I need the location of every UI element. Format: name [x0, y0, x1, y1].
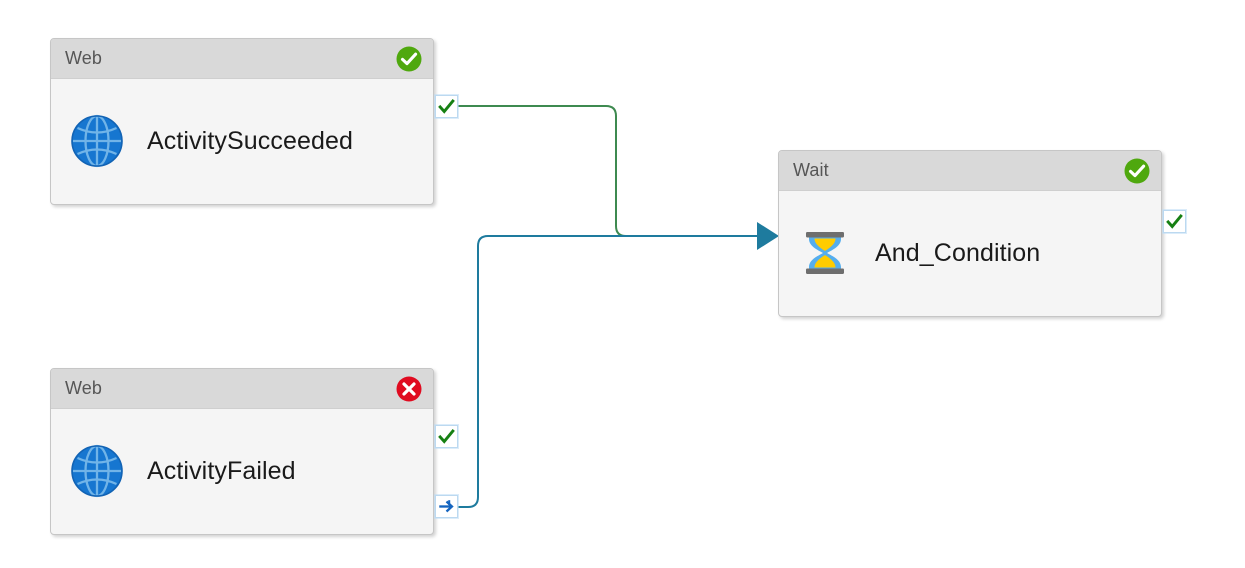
node-header: Web [51, 39, 433, 79]
node-body: ActivityFailed [51, 409, 433, 533]
node-header-title: Wait [793, 160, 829, 180]
node-label: And_Condition [875, 238, 1041, 267]
node-body: And_Condition [779, 191, 1161, 315]
node-label: ActivityFailed [147, 456, 296, 485]
node-activity-failed[interactable]: Web [50, 368, 434, 535]
node-header: Web [51, 369, 433, 409]
blue-arrow-icon [439, 500, 454, 513]
port-success-activity-failed[interactable] [435, 425, 458, 448]
node-header: Wait [779, 151, 1161, 191]
hourglass-icon [797, 225, 853, 281]
green-check-circle-icon [1124, 158, 1150, 184]
edge-arrowhead-icon [757, 222, 779, 250]
green-check-circle-icon [396, 46, 422, 72]
green-check-icon [438, 429, 455, 444]
node-header-title: Web [65, 378, 102, 398]
node-body: ActivitySucceeded [51, 79, 433, 203]
node-label: ActivitySucceeded [147, 126, 353, 155]
node-and-condition[interactable]: Wait And_C [778, 150, 1162, 317]
edge-succeeded-to-wait [458, 105, 690, 237]
green-check-icon [438, 99, 455, 114]
globe-icon [69, 113, 125, 169]
red-x-circle-icon [396, 376, 422, 402]
port-success-and-condition[interactable] [1163, 210, 1186, 233]
node-activity-succeeded[interactable]: Web [50, 38, 434, 205]
edge-failed-to-wait [458, 235, 760, 508]
globe-icon [69, 443, 125, 499]
port-failure-activity-failed[interactable] [435, 495, 458, 518]
node-header-title: Web [65, 48, 102, 68]
port-success-activity-succeeded[interactable] [435, 95, 458, 118]
green-check-icon [1166, 214, 1183, 229]
